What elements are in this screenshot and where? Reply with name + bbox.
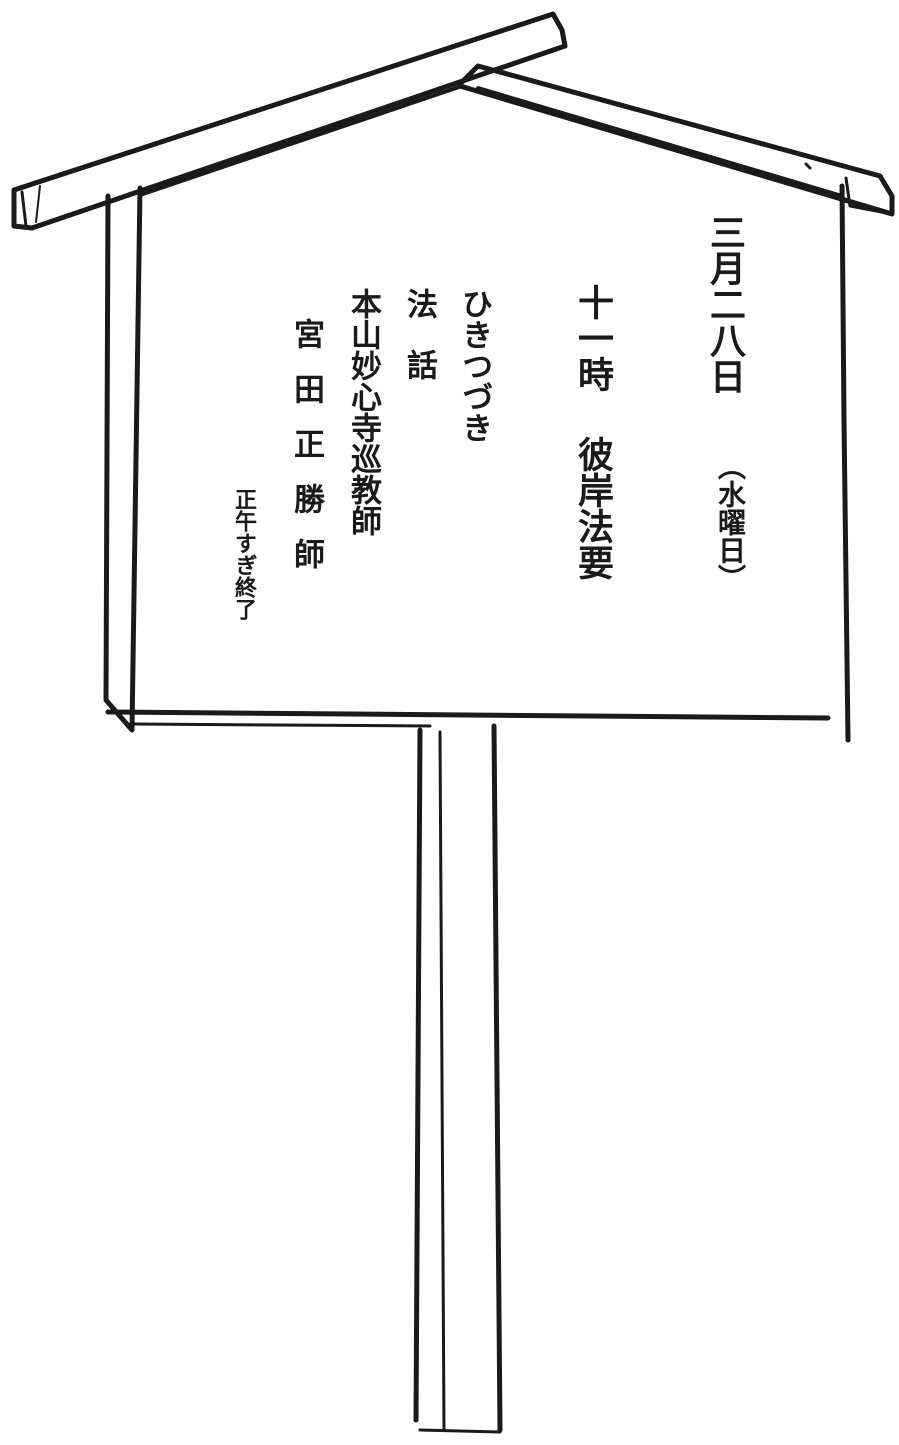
roof-right-plank <box>457 63 895 217</box>
end-time-column: 正午すぎ終了 <box>231 488 256 620</box>
board-top-edge <box>138 84 464 197</box>
pole-left-edge <box>413 727 423 1423</box>
end-time-text: 正午すぎ終了 <box>231 488 256 620</box>
event-text: 彼岸法要 <box>572 436 613 580</box>
talk-column: 法話 <box>401 288 437 410</box>
date-column: 三月二八日 <box>704 214 745 394</box>
affiliation-text: 本山妙心寺巡教師 <box>345 288 381 536</box>
left-post <box>103 185 143 733</box>
event-column: 彼岸法要 <box>572 436 613 580</box>
weekday-column: （水曜日） <box>714 452 747 592</box>
affiliation-column: 本山妙心寺巡教師 <box>345 288 381 536</box>
roof-left-plank <box>11 11 568 231</box>
pole-right-edge <box>491 723 503 1433</box>
weekday-text: （水曜日） <box>714 452 747 592</box>
board-bottom-edge <box>105 709 831 721</box>
pole-bottom <box>418 1428 502 1434</box>
speaker-column: 宮田正勝師 <box>288 318 324 593</box>
time-column: 十一時 <box>572 284 613 392</box>
talk-text: 法話 <box>401 288 437 410</box>
speaker-text: 宮田正勝師 <box>288 318 324 593</box>
date-text: 三月二八日 <box>704 214 745 394</box>
right-post <box>839 183 851 743</box>
followed-by-text: ひきつづき <box>456 288 492 443</box>
followed-by-column: ひきつづき <box>456 288 492 443</box>
time-text: 十一時 <box>572 284 613 392</box>
